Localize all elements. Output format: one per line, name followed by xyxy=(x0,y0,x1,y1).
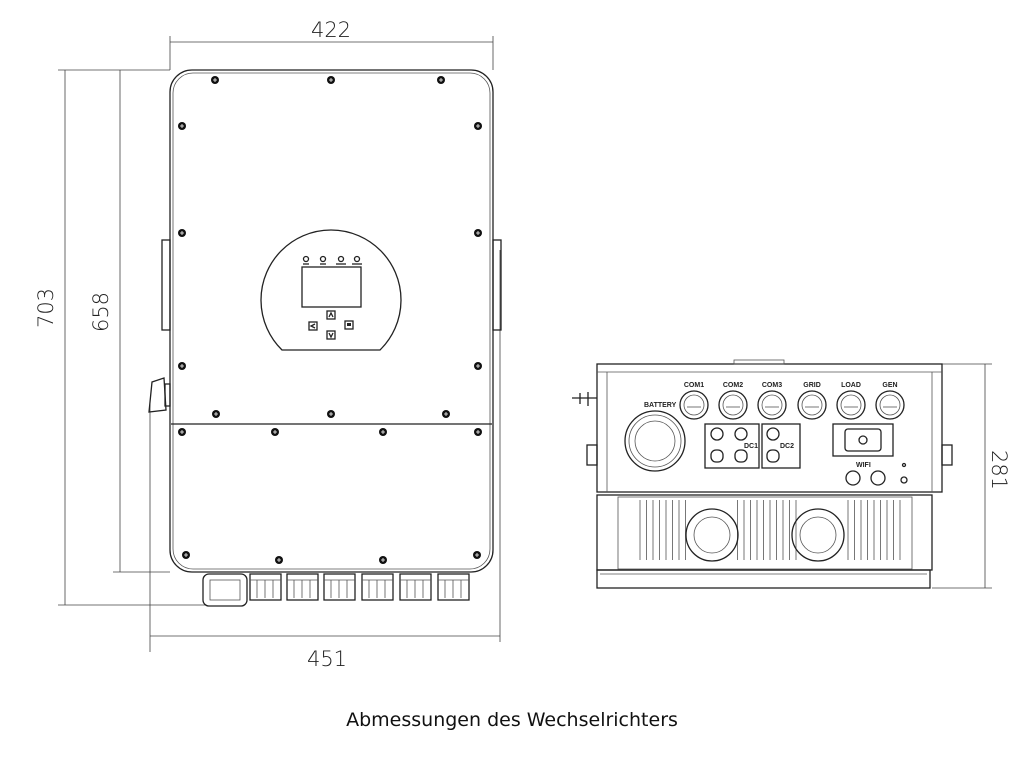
cable-gland xyxy=(399,573,432,601)
port-grid: GRID xyxy=(797,382,827,420)
dimension-281: 281 xyxy=(987,450,1011,490)
cable-gland xyxy=(249,573,282,601)
base-rail xyxy=(596,569,931,589)
cable-gland-large xyxy=(202,573,248,607)
port-label: COM1 xyxy=(684,382,704,389)
port-com1: COM1 xyxy=(679,382,709,420)
button-up[interactable] xyxy=(326,310,336,320)
cable-glands xyxy=(202,573,470,607)
small-gland xyxy=(845,470,861,486)
button-back[interactable] xyxy=(308,321,318,331)
heatsink-fins xyxy=(639,500,901,560)
dc1-terminal-block xyxy=(704,423,760,469)
dc-switch xyxy=(148,377,167,413)
port-com3: COM3 xyxy=(757,382,787,420)
fan xyxy=(791,508,845,562)
wifi-label: WIFI xyxy=(856,462,871,469)
wifi-port-plate xyxy=(832,423,894,457)
button-down[interactable] xyxy=(326,330,336,340)
cable-gland xyxy=(437,573,470,601)
port-gen: GEN xyxy=(875,382,905,420)
battery-port xyxy=(624,410,686,472)
cable-gland xyxy=(361,573,394,601)
status-leds xyxy=(302,255,362,265)
dc2-label: DC2 xyxy=(780,443,794,450)
port-label: LOAD xyxy=(841,382,861,389)
small-gland xyxy=(870,470,886,486)
cable-gland xyxy=(323,573,356,601)
battery-label: BATTERY xyxy=(644,402,677,409)
port-label: COM2 xyxy=(723,382,743,389)
dimension-451: 451 xyxy=(307,647,347,671)
display-panel xyxy=(260,229,402,351)
port-label: GEN xyxy=(882,382,897,389)
lcd-screen xyxy=(301,266,362,308)
inverter-body-front xyxy=(169,69,494,573)
dimension-422: 422 xyxy=(311,18,351,42)
port-label: GRID xyxy=(803,382,821,389)
front-view: 422 451 703 658 xyxy=(34,18,502,671)
dimension-658: 658 xyxy=(89,292,113,332)
dc2-terminal-block xyxy=(761,423,801,469)
port-label: COM3 xyxy=(762,382,782,389)
dimension-703: 703 xyxy=(34,288,58,328)
port-load: LOAD xyxy=(836,382,866,420)
dc1-label: DC1 xyxy=(744,443,758,450)
button-enter[interactable] xyxy=(344,320,354,330)
cable-gland xyxy=(286,573,319,601)
left-handle xyxy=(161,239,171,331)
fan xyxy=(685,508,739,562)
port-com2: COM2 xyxy=(718,382,748,420)
dc-terminals xyxy=(710,427,780,463)
heatsink-section xyxy=(596,494,933,571)
figure-caption: Abmessungen des Wechselrichters xyxy=(346,709,678,731)
screws xyxy=(178,76,482,564)
